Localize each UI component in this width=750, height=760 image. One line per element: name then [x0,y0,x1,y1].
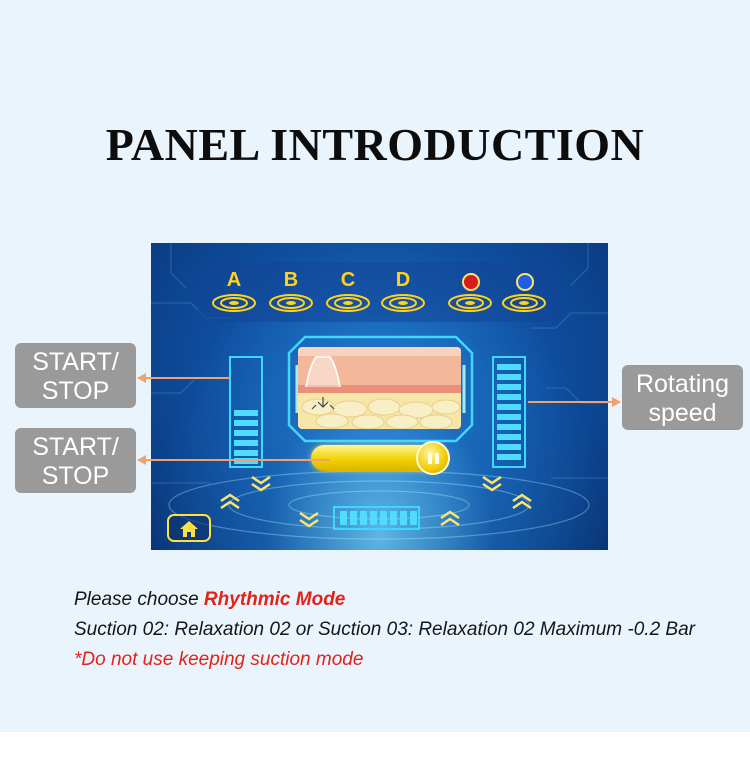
instruction-line-2: Suction 02: Relaxation 02 or Suction 03:… [74,619,695,640]
instruction-prefix: Please choose [74,589,204,610]
mode-a-button[interactable]: A [211,269,257,319]
page-footer-area [0,732,750,760]
ripple-icon [212,294,256,312]
mode-c-button[interactable]: C [325,269,371,319]
chevron-up-icon[interactable] [438,510,462,528]
circuit-background [151,243,608,540]
home-icon [180,521,198,537]
chevron-down-icon[interactable] [249,474,273,492]
chevron-up-icon[interactable] [218,493,242,511]
arrow-left-icon [137,455,146,465]
arrow-left-icon [137,373,146,383]
skin-layer-illustration [298,347,461,429]
chevron-down-icon[interactable] [297,510,321,528]
mode-c-label: C [340,269,356,291]
callout-connector [146,459,330,461]
chevron-up-icon[interactable] [510,493,534,511]
start-stop-callout-top: START/ STOP [15,343,136,408]
device-screen: A B C D [151,243,608,550]
chevron-down-icon[interactable] [480,474,504,492]
red-rotate-icon [462,273,480,291]
ripple-icon [502,294,546,312]
mode-a-label: A [226,269,242,291]
ripple-icon [381,294,425,312]
pause-icon [428,453,432,464]
callout-connector [146,377,229,379]
callout-connector [528,401,613,403]
start-stop-callout-bottom: START/ STOP [15,428,136,493]
page-title: PANEL INTRODUCTION [105,119,645,170]
rotating-speed-callout: Rotating speed [622,365,743,430]
pause-knob-button[interactable] [416,441,450,475]
home-button[interactable] [167,514,211,542]
left-level-indicator [229,356,263,468]
rhythmic-mode-text: Rhythmic Mode [203,589,346,610]
mode-selector-bar [198,262,559,322]
ripple-icon [326,294,370,312]
callout-label: START/ STOP [32,348,119,405]
mode-d-label: D [395,269,411,291]
instructions: Please choose Rhythmic Mode Suction 02: … [74,585,695,675]
rotate-clockwise-button[interactable] [447,269,493,319]
callout-label: Rotating speed [635,370,730,427]
ripple-icon [269,294,313,312]
right-level-indicator [492,356,526,468]
warning-line: *Do not use keeping suction mode [74,649,364,670]
arrow-right-icon [612,397,621,407]
mode-b-label: B [283,269,299,291]
mode-b-button[interactable]: B [268,269,314,319]
instruction-line-1: Please choose Rhythmic Mode [74,585,695,615]
mode-d-button[interactable]: D [380,269,426,319]
rotate-counterclockwise-button[interactable] [501,269,547,319]
blue-rotate-icon [516,273,534,291]
speed-level-indicator [333,506,420,530]
callout-label: START/ STOP [32,433,119,490]
ripple-icon [448,294,492,312]
